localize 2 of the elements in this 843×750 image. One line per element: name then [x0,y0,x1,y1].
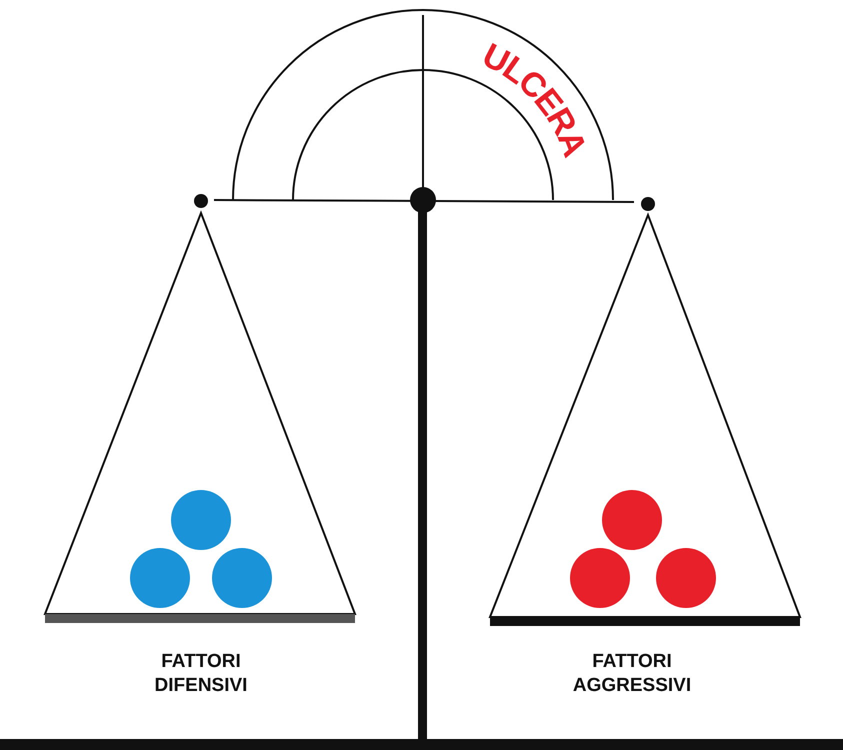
scale-pan-label: FATTORI DIFENSIVI [154,650,248,698]
scale-pan-label: FATTORI AGGRESSIVI [572,650,692,698]
